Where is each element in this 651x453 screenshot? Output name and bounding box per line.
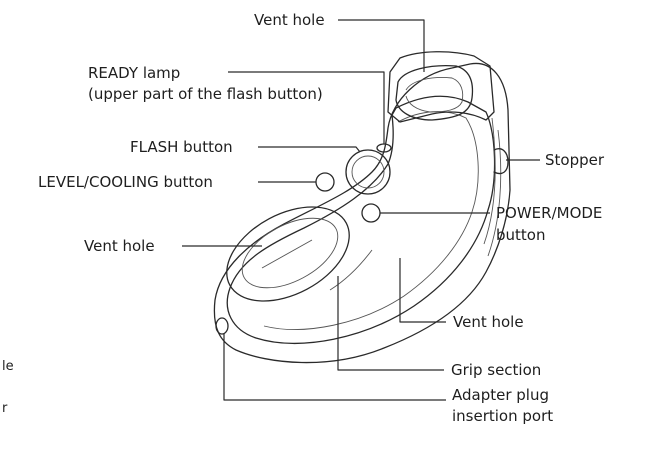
label-grip-section: Grip section [451, 361, 541, 379]
vent-hole-left-inner [241, 217, 339, 289]
label-vent-hole-bottom: Vent hole [453, 313, 524, 331]
flash-button-inner [351, 155, 385, 189]
labels: Vent hole READY lamp (upper part of the … [2, 11, 605, 425]
leader-lines [182, 19, 540, 401]
label-vent-hole-left: Vent hole [84, 237, 155, 255]
device-front-rim [263, 111, 479, 330]
leader-grip-section [337, 276, 444, 371]
stopper-bump [493, 148, 509, 175]
vent-hole-left-line [261, 239, 313, 269]
flash-button-shape [345, 149, 391, 195]
device-back-shell [213, 62, 511, 364]
vent-hole-top-inner [405, 77, 464, 113]
level-cooling-button-shape [315, 172, 335, 192]
device-illustration [213, 51, 511, 364]
leader-ready-lamp [228, 71, 385, 144]
device-side-ridge-2 [487, 129, 502, 257]
label-power-mode-line2: button [496, 226, 545, 244]
device-side-ridge-1 [483, 117, 496, 245]
power-mode-button-shape [361, 203, 381, 223]
label-adapter-line2: insertion port [452, 407, 553, 425]
label-adapter-line1: Adapter plug [452, 386, 549, 404]
label-flash-button: FLASH button [130, 138, 233, 156]
label-ready-lamp-line1: READY lamp [88, 64, 180, 82]
label-level-cooling-button: LEVEL/COOLING button [38, 173, 213, 191]
leader-flash-button [258, 146, 361, 153]
edge-fragment-2: r [2, 401, 8, 416]
grip-seam [329, 249, 373, 291]
adapter-port-shape [215, 317, 229, 335]
vent-hole-left-outer [226, 206, 350, 302]
label-ready-lamp-line2: (upper part of the flash button) [88, 85, 323, 103]
label-vent-hole-top: Vent hole [254, 11, 325, 29]
label-stopper: Stopper [545, 151, 605, 169]
leader-vent-hole-bottom [399, 258, 446, 323]
leader-vent-hole-top [338, 19, 425, 72]
label-power-mode-line1: POWER/MODE [496, 204, 602, 222]
device-front-face [226, 95, 496, 345]
device-head [387, 51, 495, 123]
edge-fragment-1: le [2, 359, 14, 374]
leader-adapter-port [223, 334, 446, 401]
vent-hole-top-shape [395, 64, 474, 121]
